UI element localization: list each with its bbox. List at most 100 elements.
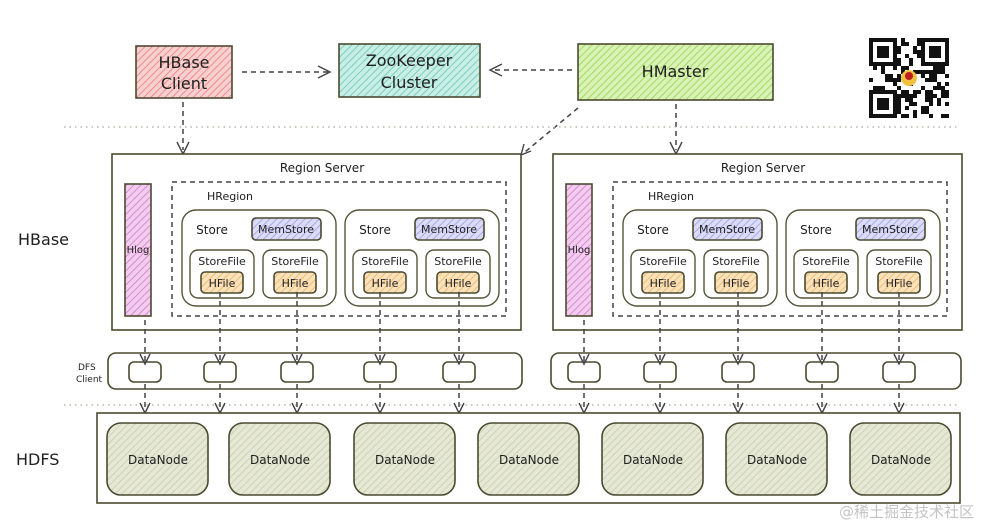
dfs-client-bar xyxy=(107,352,523,390)
hmaster-to-regionserver1-arrow xyxy=(519,107,579,157)
memstore-label: MemStore xyxy=(699,223,755,236)
dfs-client-node xyxy=(280,361,314,383)
store-label: Store xyxy=(637,223,669,237)
hfile-label: HFile xyxy=(650,277,677,290)
hmaster-to-regionserver2-arrow xyxy=(669,104,683,156)
storefile-label: StoreFile xyxy=(802,255,850,268)
memstore-box: MemStore xyxy=(855,217,926,241)
watermark: @稀土掘金技术社区 xyxy=(838,503,974,521)
storefile-label: StoreFile xyxy=(271,255,319,268)
zookeeper-label-1: ZooKeeper xyxy=(366,51,453,70)
hregion-label: HRegion xyxy=(648,190,694,203)
hlog-box: Hlog xyxy=(124,183,152,317)
datanode: DataNode xyxy=(477,422,580,496)
dfs-client-node xyxy=(128,361,162,383)
storefile-label: StoreFile xyxy=(361,255,409,268)
memstore-label: MemStore xyxy=(862,223,918,236)
hfile-box: HFile xyxy=(273,271,317,294)
storefile-label: StoreFile xyxy=(434,255,482,268)
zookeeper-label-2: Cluster xyxy=(381,73,438,92)
store-to-dfs-arrow xyxy=(578,320,590,366)
hfile-label: HFile xyxy=(372,277,399,290)
region-server-title: Region Server xyxy=(280,161,364,175)
datanode: DataNode xyxy=(228,422,331,496)
memstore-box: MemStore xyxy=(414,217,485,241)
memstore-box: MemStore xyxy=(251,217,322,241)
datanode-label: DataNode xyxy=(623,453,683,467)
store-to-dfs-arrow xyxy=(291,292,303,366)
dfs-client-node xyxy=(721,361,755,383)
hfile-box: HFile xyxy=(363,271,407,294)
hfile-box: HFile xyxy=(804,271,848,294)
client-to-regionserver-arrow xyxy=(176,102,190,156)
dfs-client-node xyxy=(882,361,916,383)
datanode-label: DataNode xyxy=(747,453,807,467)
store-label: Store xyxy=(359,223,391,237)
dfs-client-node xyxy=(567,361,601,383)
store-to-dfs-arrow xyxy=(732,292,744,366)
datanode: DataNode xyxy=(106,422,209,496)
hfile-label: HFile xyxy=(813,277,840,290)
hfile-label: HFile xyxy=(209,277,236,290)
hlog-label: Hlog xyxy=(127,245,150,256)
hlog-label: Hlog xyxy=(568,245,591,256)
memstore-label: MemStore xyxy=(258,223,314,236)
hfile-box: HFile xyxy=(200,271,244,294)
layer-label-hbase: HBase xyxy=(18,230,69,249)
hfile-box: HFile xyxy=(877,271,921,294)
region-server-title: Region Server xyxy=(721,161,805,175)
hbase-client-label-2: Client xyxy=(161,74,207,93)
storefile-label: StoreFile xyxy=(875,255,923,268)
store-to-dfs-arrow xyxy=(654,292,666,366)
storefile-label: StoreFile xyxy=(639,255,687,268)
store-label: Store xyxy=(800,223,832,237)
hfile-label: HFile xyxy=(723,277,750,290)
store-to-dfs-arrow xyxy=(453,292,465,366)
layer-label-hdfs: HDFS xyxy=(16,450,59,469)
datanode: DataNode xyxy=(601,422,704,496)
hfile-label: HFile xyxy=(282,277,309,290)
hfile-box: HFile xyxy=(641,271,685,294)
dfs-client-node xyxy=(643,361,677,383)
datanode-label: DataNode xyxy=(499,453,559,467)
client-to-zookeeper-arrow xyxy=(242,65,332,79)
dfs-client-node xyxy=(442,361,476,383)
layer-label-dfs-client-2: Client xyxy=(76,375,103,385)
hfile-box: HFile xyxy=(714,271,758,294)
qr-code-icon xyxy=(869,38,949,118)
datanode-label: DataNode xyxy=(871,453,931,467)
dfs-client-node xyxy=(805,361,839,383)
datanode-label: DataNode xyxy=(375,453,435,467)
dfs-client-node xyxy=(363,361,397,383)
datanode-label: DataNode xyxy=(250,453,310,467)
hregion-label: HRegion xyxy=(207,190,253,203)
hfile-label: HFile xyxy=(445,277,472,290)
memstore-box: MemStore xyxy=(692,217,763,241)
store-to-dfs-arrow xyxy=(139,320,151,366)
layer-label-dfs-client-1: DFS xyxy=(78,363,96,373)
hmaster-to-zookeeper-arrow xyxy=(488,63,572,77)
hfile-box: HFile xyxy=(436,271,480,294)
hfile-label: HFile xyxy=(886,277,913,290)
storefile-label: StoreFile xyxy=(712,255,760,268)
datanode: DataNode xyxy=(725,422,828,496)
dfs-client-bar xyxy=(550,352,962,390)
hmaster-label: HMaster xyxy=(642,62,709,81)
datanode: DataNode xyxy=(353,422,456,496)
